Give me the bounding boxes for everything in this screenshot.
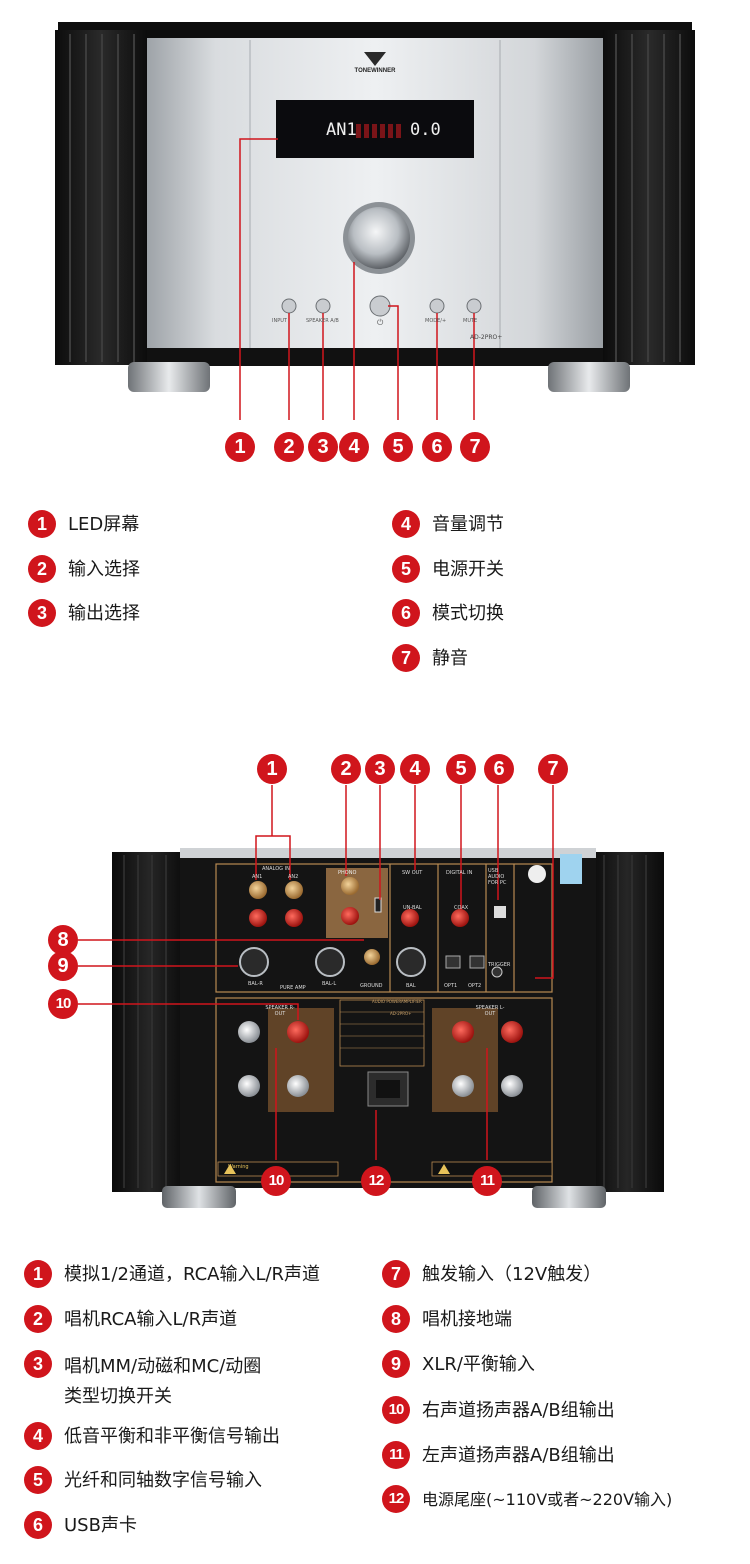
back-label-opt2: OPT2 <box>468 983 482 989</box>
back-label-an2: AN2 <box>288 874 299 880</box>
back-label-usb: USB AUDIO FOR PC <box>488 868 507 886</box>
back-label-analog-in: ANALOG IN <box>262 866 290 872</box>
back-label-speaker-l: SPEAKER L-OUT <box>475 1005 505 1017</box>
front-label-input: INPUT <box>272 318 287 324</box>
back-callout-8: 8 <box>48 925 78 955</box>
back-label-un-bal: UN-BAL <box>403 905 422 911</box>
front-callout-4: 4 <box>339 432 369 462</box>
back-label-bal-l: BAL-L <box>322 981 337 987</box>
back-label-opt1: OPT1 <box>444 983 458 989</box>
back-callout-11: 11 <box>472 1166 502 1196</box>
back-label-coax: COAX <box>454 905 469 911</box>
back-panel-image <box>78 785 664 1208</box>
back-label-plate-title: AUDIO POWERAMPLIFIER <box>372 999 422 1004</box>
back-label-speaker-r: SPEAKER R-OUT <box>265 1005 295 1017</box>
back-label-pure-amp: PURE AMP <box>280 985 306 991</box>
display-right-text: 0.0 <box>410 120 441 140</box>
back-callout-3: 3 <box>365 754 395 784</box>
front-panel-image <box>55 22 695 420</box>
back-callout-6: 6 <box>484 754 514 784</box>
back-callout-10-side: 10 <box>48 989 78 1019</box>
back-callout-9: 9 <box>48 951 78 981</box>
front-callout-5: 5 <box>383 432 413 462</box>
front-label-mute: MUTE <box>463 318 478 324</box>
front-callout-2: 2 <box>274 432 304 462</box>
front-label-mode: MODE/+ <box>425 318 447 324</box>
back-label-an1: AN1 <box>252 874 263 880</box>
back-callout-5: 5 <box>446 754 476 784</box>
back-label-bal: BAL <box>406 983 416 989</box>
back-label-trigger: TRIGGER <box>488 962 511 968</box>
back-callout-2: 2 <box>331 754 361 784</box>
power-icon: ⏻ <box>377 318 384 327</box>
back-label-phono: PHONO <box>338 870 357 876</box>
front-callout-6: 6 <box>422 432 452 462</box>
brand-logo-text: TONEWINNER <box>354 68 396 74</box>
back-label-sw-out: SW OUT <box>402 870 423 876</box>
back-label-plate-model: AD-2PRO+ <box>390 1011 412 1016</box>
back-callout-12: 12 <box>361 1166 391 1196</box>
back-callout-10: 10 <box>261 1166 291 1196</box>
back-label-digital-in: DIGITAL IN <box>446 870 473 876</box>
back-label-ground: GROUND <box>360 983 383 989</box>
front-label-speaker: SPEAKER A/B <box>306 318 339 324</box>
front-callout-1: 1 <box>225 432 255 462</box>
back-label-bal-r: BAL-R <box>248 981 263 987</box>
back-callout-1: 1 <box>257 754 287 784</box>
front-callout-7: 7 <box>460 432 490 462</box>
back-label-warning: Warning <box>228 1164 249 1170</box>
front-callout-3: 3 <box>308 432 338 462</box>
front-model-text: AD-2PRO+ <box>470 334 503 341</box>
display-left-text: AN1 <box>326 120 357 140</box>
back-callout-7: 7 <box>538 754 568 784</box>
back-callout-4: 4 <box>400 754 430 784</box>
